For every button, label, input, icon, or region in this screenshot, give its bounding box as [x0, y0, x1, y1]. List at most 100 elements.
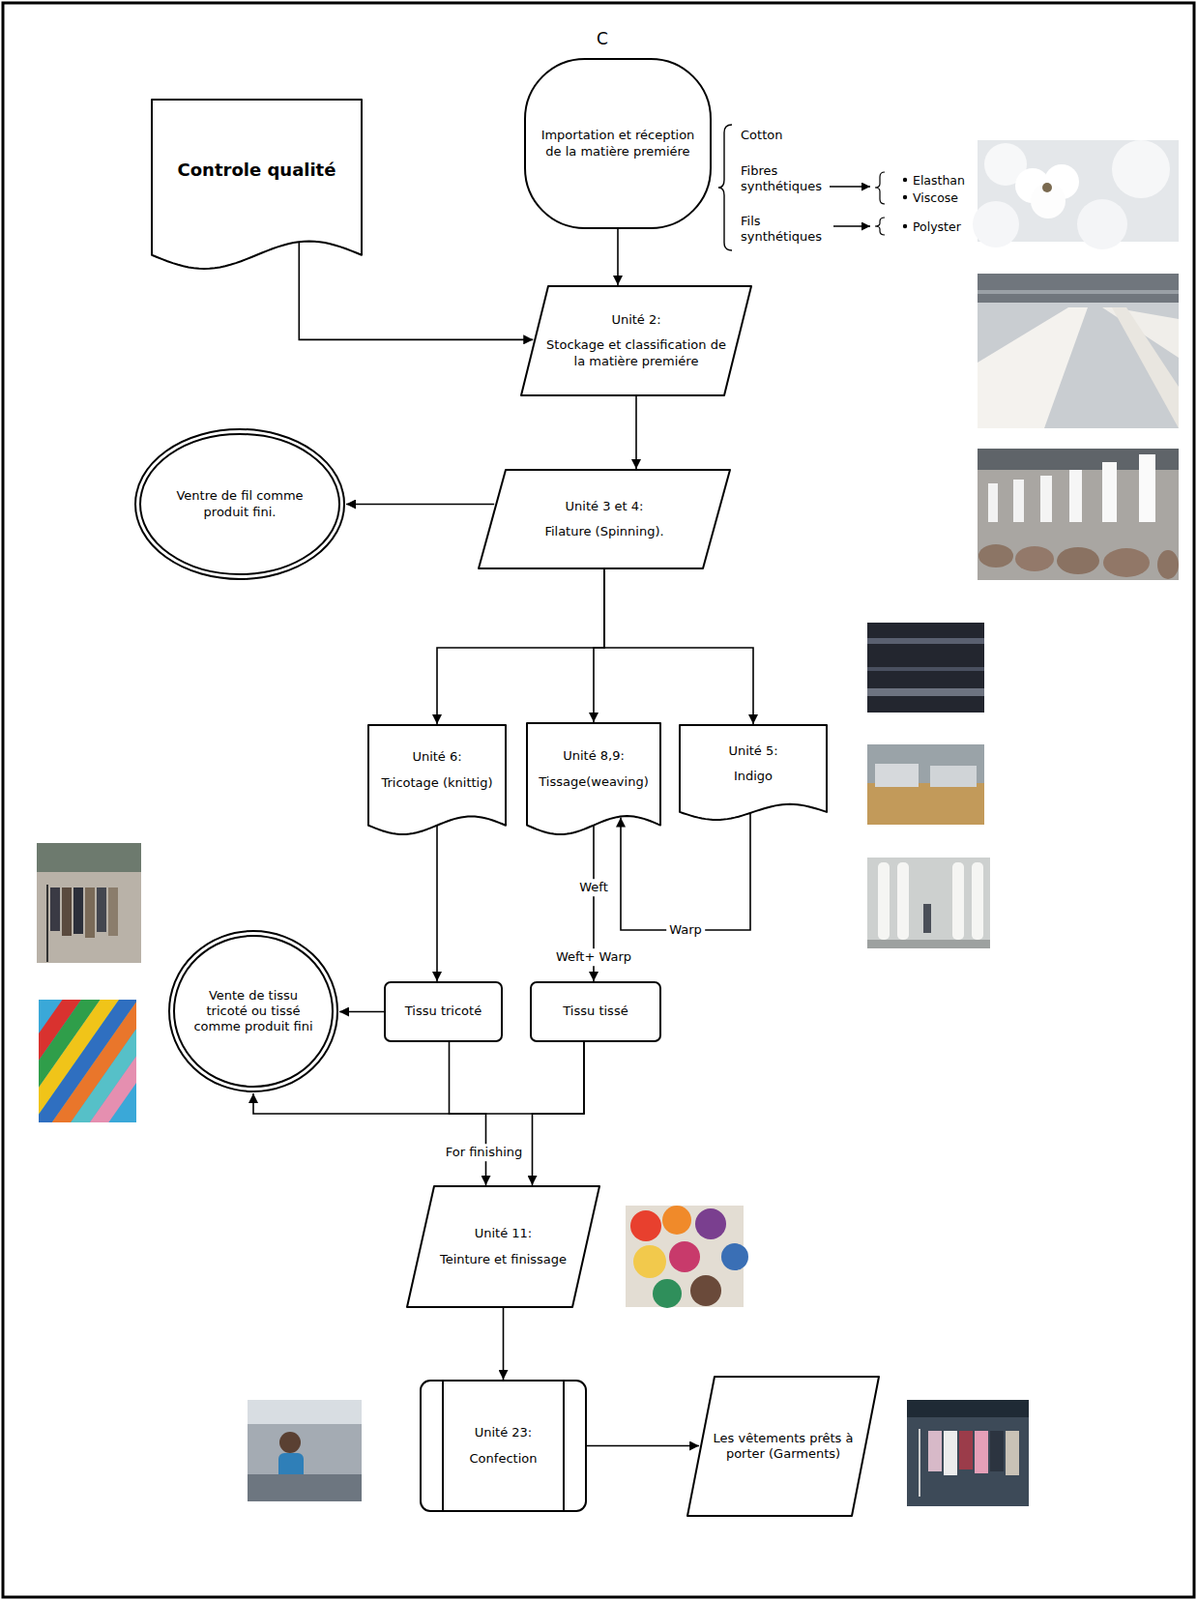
photo-yarn-store: [867, 857, 991, 949]
node-text: Vente de tissu tricoté ou tissé comme pr…: [189, 988, 318, 1036]
illustration-part: [50, 887, 60, 932]
node-content: Tissu tissé: [537, 1003, 654, 1020]
flow-arrow: [502, 1308, 505, 1380]
illustration-part: [652, 1279, 682, 1309]
unit-heading: Unité 23:: [474, 1425, 533, 1441]
illustration-part: [662, 1205, 692, 1235]
outline: [384, 982, 502, 1042]
illustration-part: [978, 544, 1014, 568]
illustration-part: [918, 1429, 921, 1497]
illustration-part: [1069, 469, 1082, 523]
photo-warehouse: [977, 273, 1179, 429]
illustration-part: [1015, 546, 1054, 572]
photo-colour-stripes: [38, 999, 137, 1123]
node-content: Unité 23:Confection: [448, 1425, 558, 1467]
illustration-part: [1111, 140, 1170, 199]
illustration-part: [906, 1400, 1029, 1418]
outline: [140, 434, 340, 575]
flow-arrow: [620, 813, 751, 931]
edge-label: For finishing: [442, 1143, 526, 1162]
terminal-box: Importation et réception de la matière p…: [524, 58, 712, 230]
node-text: Indigo: [733, 768, 773, 785]
illustration-part: [1042, 182, 1052, 193]
illustration-part: [1013, 479, 1024, 523]
bullet: [903, 177, 907, 182]
bullet: [903, 195, 907, 200]
list-label: Cotton: [740, 127, 783, 144]
io-parallelogram: Unité 11:Teinture et finissage: [406, 1185, 601, 1309]
list-item: Viscose: [912, 190, 959, 205]
illustration-part: [1005, 1430, 1020, 1476]
outline: [562, 1380, 565, 1512]
photo-weaving-hall: [867, 744, 985, 825]
brace: [875, 217, 885, 235]
edge-label: Warp: [666, 921, 705, 939]
node-outline: [150, 98, 363, 271]
rounded-box: Tissu tricoté: [383, 981, 503, 1043]
document-box: Unité 6: Tricotage (knittig): [367, 724, 507, 837]
illustration-part: [57, 999, 137, 1123]
outline: [679, 725, 827, 820]
node-text: Filature (Spinning).: [544, 524, 664, 540]
illustration-part: [867, 688, 985, 697]
node-content: Controle qualité: [157, 159, 356, 182]
list-item: Polyster: [912, 219, 962, 234]
flow-arrow: [298, 241, 533, 340]
io-parallelogram: Les vêtements prêts à porter (Garments): [686, 1375, 880, 1518]
illustration-part: [977, 273, 1179, 303]
illustration-part: [1040, 475, 1052, 523]
node-content: Importation et réception de la matière p…: [537, 127, 699, 160]
unit-heading: Unité 6:: [411, 749, 462, 765]
node-content: Unité 11:Teinture et finissage: [431, 1226, 576, 1268]
illustration-part: [96, 887, 107, 933]
flow-arrow: [593, 569, 605, 723]
illustration-part: [1056, 547, 1100, 575]
illustration-part: [247, 1474, 362, 1502]
flow-arrow: [616, 229, 619, 286]
outline: [441, 1380, 444, 1512]
illustration-part: [867, 857, 991, 949]
illustration-part: [695, 1208, 727, 1240]
illustration-part: [690, 1275, 722, 1307]
photo-fabric-stand: [36, 843, 142, 964]
pointer-arrow: [833, 225, 871, 227]
flow-arrow: [449, 1042, 487, 1186]
unit-heading: Unité 11:: [474, 1226, 533, 1242]
illustration-part: [977, 448, 1179, 581]
list-item: Elasthan: [912, 173, 965, 188]
photo-spinning: [977, 448, 1179, 581]
photo-cotton: [972, 140, 1179, 250]
outline: [530, 982, 661, 1042]
illustration-part: [36, 843, 142, 873]
photo-fabric-rolls: [625, 1205, 749, 1309]
node-outline: [477, 468, 731, 570]
io-parallelogram: Unité 3 et 4: Filature (Spinning).: [477, 468, 731, 570]
photo-sewing: [247, 1400, 362, 1502]
double-ellipse: Ventre de fil comme produit fini.: [134, 428, 346, 581]
node-content: Unité 6: Tricotage (knittig): [374, 749, 500, 791]
node-text: Tricotage (knittig): [380, 775, 493, 791]
illustration-part: [1111, 307, 1179, 429]
unit-heading: Unité 5:: [728, 743, 778, 760]
node-content: Unité 2:Stockage et classification de la…: [545, 312, 728, 370]
node-content: Ventre de fil comme produit fini.: [155, 488, 324, 521]
illustration-part: [988, 483, 998, 523]
illustration-part: [867, 622, 985, 713]
flow-arrow: [346, 503, 495, 506]
illustration-part: [977, 273, 1179, 429]
list-label: Fils synthétiques: [740, 213, 838, 244]
node-text: Ventre de fil comme produit fini.: [155, 488, 324, 521]
unit-heading: Unité 3 et 4:: [565, 498, 644, 515]
illustration-part: [977, 307, 1088, 429]
outline: [420, 1380, 586, 1512]
illustration-part: [928, 1430, 942, 1472]
flow-arrow: [586, 1445, 700, 1448]
node-text: Controle qualité: [177, 159, 337, 182]
illustration-part: [44, 999, 137, 1123]
node-text: Tissu tricoté: [405, 1003, 482, 1020]
illustration-part: [247, 1400, 362, 1425]
illustration-part: [36, 843, 142, 964]
illustration-part: [930, 765, 977, 788]
